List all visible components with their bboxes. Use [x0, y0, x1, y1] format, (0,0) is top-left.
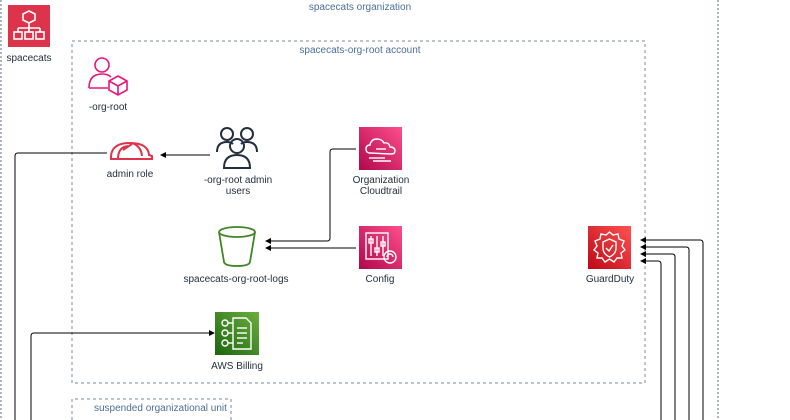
admin-role-connector — [14, 152, 107, 420]
cloudtrail-label-line2: Cloudtrail — [359, 186, 403, 197]
organization-label: spacecats organization — [308, 2, 412, 13]
org-account-icon — [86, 54, 130, 96]
org-account-label: -org-root — [88, 102, 128, 113]
guardduty-connector-3 — [645, 253, 676, 420]
root-account-label: spacecats-org-root account — [299, 45, 421, 56]
config-icon — [359, 226, 402, 269]
guardduty-arrowhead-1 — [640, 237, 646, 243]
role-helmet-icon — [108, 138, 154, 164]
guardduty-connector-1 — [645, 239, 704, 420]
billing-arrowhead — [209, 330, 215, 336]
admin-users-label-line1: -org-root admin — [203, 175, 273, 186]
guardduty-arrowhead-4 — [640, 258, 646, 264]
suspended-ou-label: suspended organizational unit — [94, 403, 227, 414]
cloudtrail-label: Organization Cloudtrail — [345, 175, 417, 197]
config-arrowhead — [265, 245, 271, 251]
users-icon — [214, 126, 260, 170]
organizations-icon — [8, 5, 50, 47]
guardduty-arrowhead-2 — [640, 244, 646, 250]
admin-role-label: admin role — [106, 169, 154, 180]
billing-label: AWS Billing — [211, 361, 263, 372]
root-account-boundary — [71, 40, 646, 384]
guardduty-connector-2 — [645, 246, 690, 420]
cloudtrail-label-line1: Organization — [352, 175, 410, 186]
billing-connector — [30, 332, 211, 420]
guardduty-arrowhead-3 — [640, 251, 646, 257]
s3-bucket-icon — [215, 224, 259, 268]
organizations-icon-label: spacecats — [6, 53, 52, 64]
guardduty-label: GuardDuty — [585, 274, 635, 285]
cloudtrail-to-bucket-arrow — [270, 148, 356, 242]
admin-users-label-line2: users — [225, 186, 251, 197]
cloudtrail-icon — [359, 127, 402, 170]
cloudtrail-arrowhead — [265, 238, 271, 244]
config-label: Config — [365, 274, 395, 285]
guardduty-connector-4 — [645, 260, 662, 420]
users-to-role-arrowhead — [160, 152, 166, 158]
admin-users-label: -org-root admin users — [198, 175, 278, 197]
billing-icon — [215, 312, 259, 355]
logs-bucket-label: spacecats-org-root-logs — [183, 274, 289, 285]
guardduty-icon — [588, 226, 631, 269]
